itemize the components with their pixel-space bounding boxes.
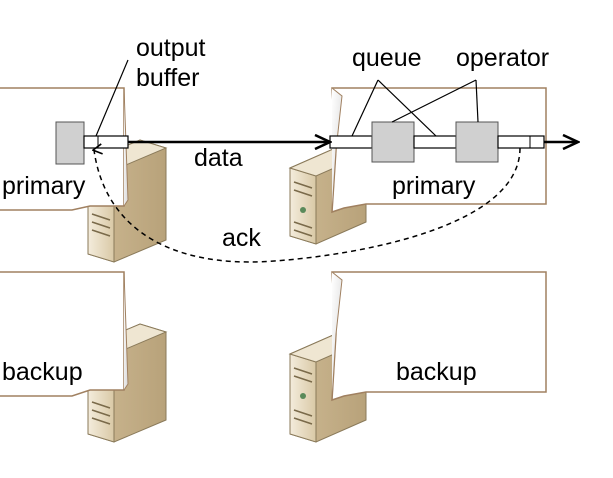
output-buffer-label-line1: output (136, 34, 206, 62)
primary-right-label: primary (392, 172, 476, 200)
ack-label: ack (222, 224, 261, 252)
operator-box-left (55, 121, 85, 165)
output-buffer-callout (95, 59, 129, 137)
panel-primary-right (331, 87, 547, 214)
data-label: data (194, 144, 243, 172)
queue-1 (329, 135, 373, 149)
queue-label: queue (352, 44, 422, 72)
panel-backup-left (0, 271, 129, 397)
backup-left-label: backup (2, 358, 83, 386)
primary-left-label: primary (2, 172, 86, 200)
operator-1 (371, 121, 415, 163)
queue-callout-2 (377, 79, 437, 137)
operator-callout-1 (391, 79, 477, 123)
queue-callout-1 (351, 79, 379, 137)
queue-2 (413, 135, 457, 149)
operator-callout-2 (475, 79, 479, 123)
output-buffer-right (497, 135, 545, 149)
backup-right-label: backup (396, 358, 477, 386)
output-buffer-label-line2: buffer (136, 64, 199, 92)
panel-backup-right (331, 271, 547, 402)
output-buffer (83, 135, 129, 149)
operator-2 (455, 121, 499, 163)
operator-label: operator (456, 44, 549, 72)
